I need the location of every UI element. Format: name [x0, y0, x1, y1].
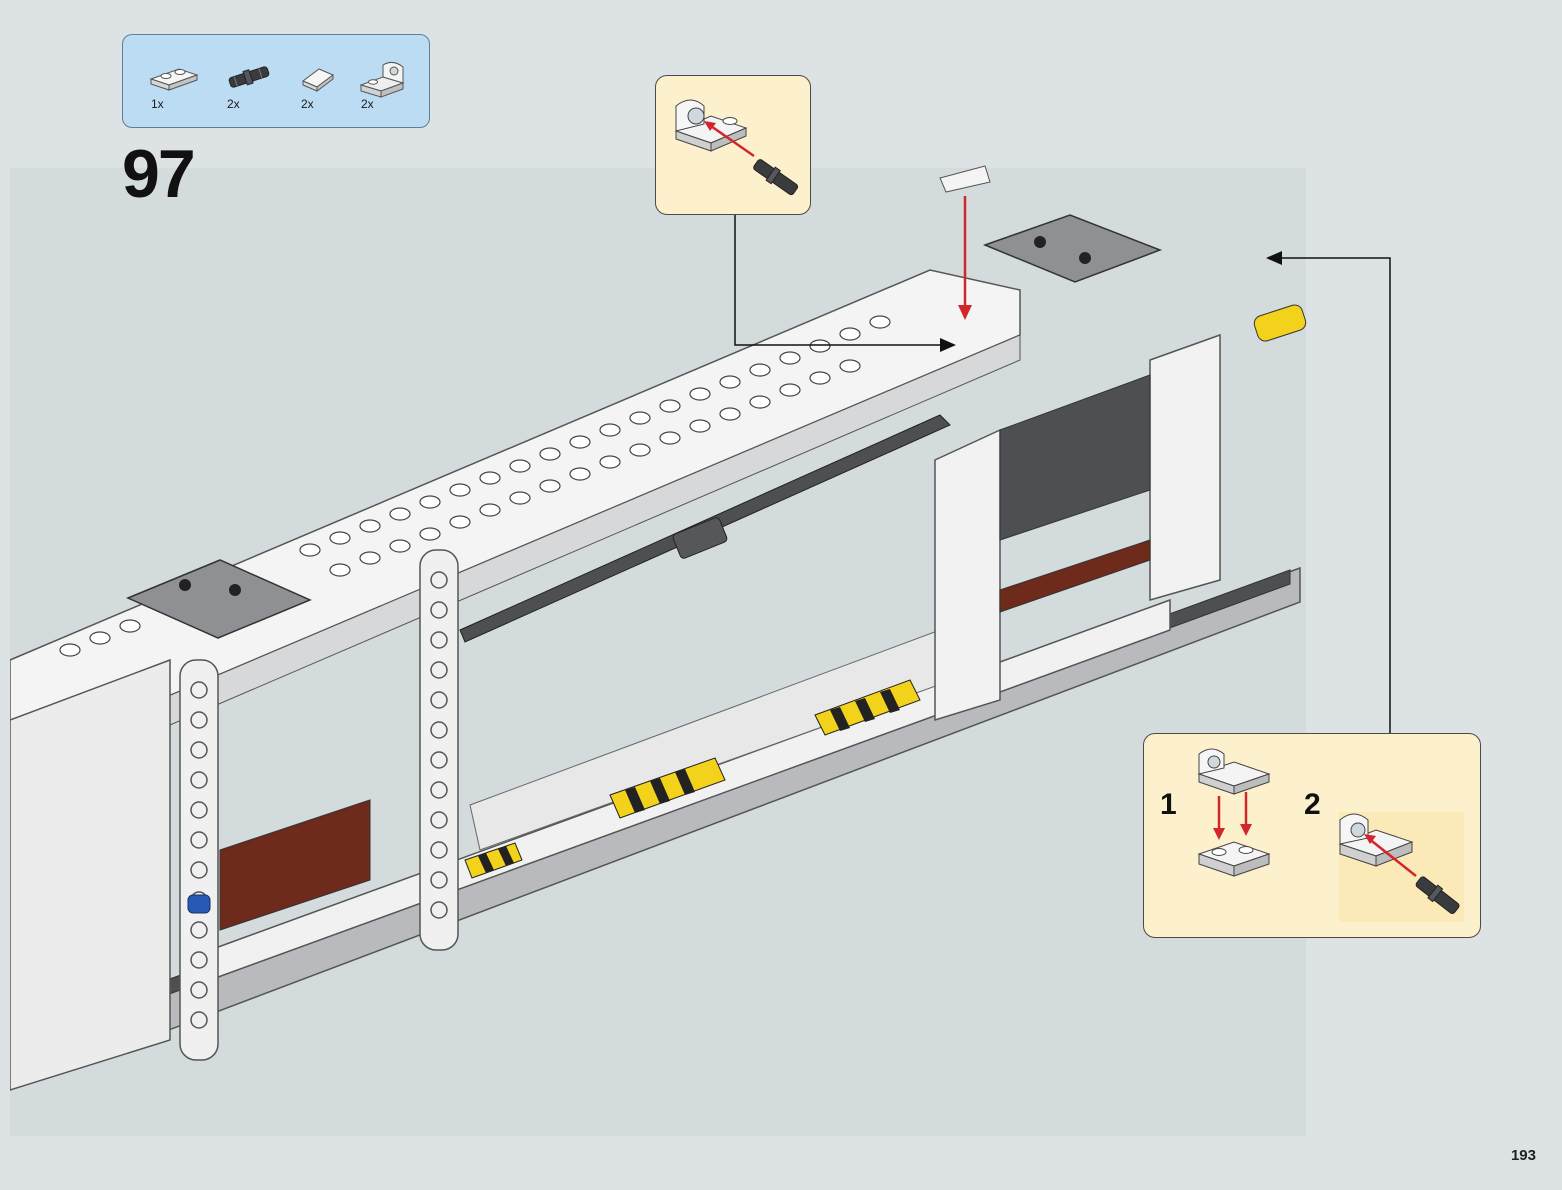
- substep-diagrams: [1197, 748, 1464, 922]
- substep-number: 2: [1304, 788, 1321, 821]
- part-item: 2x: [219, 57, 279, 123]
- hazard-stripe: [464, 842, 523, 879]
- hazard-stripe: [609, 757, 726, 819]
- part-quantity: 2x: [227, 97, 240, 111]
- slope-icon: [302, 68, 334, 92]
- plate-icon: [149, 68, 199, 91]
- part-quantity: 2x: [361, 97, 374, 111]
- parts-list-callout: 1x 2x 2x 2x: [122, 34, 430, 128]
- part-item: 2x: [293, 57, 353, 123]
- main-model-illustration: [10, 165, 1307, 1091]
- part-item: 1x: [145, 57, 205, 123]
- pin-hole-brick-icon: [359, 61, 405, 98]
- hazard-stripe: [814, 679, 921, 736]
- subassembly-callout-top: [655, 75, 811, 215]
- part-quantity: 2x: [301, 97, 314, 111]
- page-number: 193: [1510, 1147, 1536, 1164]
- subassembly-callout-right: 1 2: [1143, 733, 1481, 938]
- part-quantity: 1x: [151, 97, 164, 111]
- step-number: 97: [122, 136, 196, 212]
- technic-pin-icon: [228, 66, 270, 88]
- pin-insertion-diagram: [674, 99, 799, 196]
- substep-number: 1: [1160, 788, 1177, 821]
- part-item: 2x: [353, 57, 413, 123]
